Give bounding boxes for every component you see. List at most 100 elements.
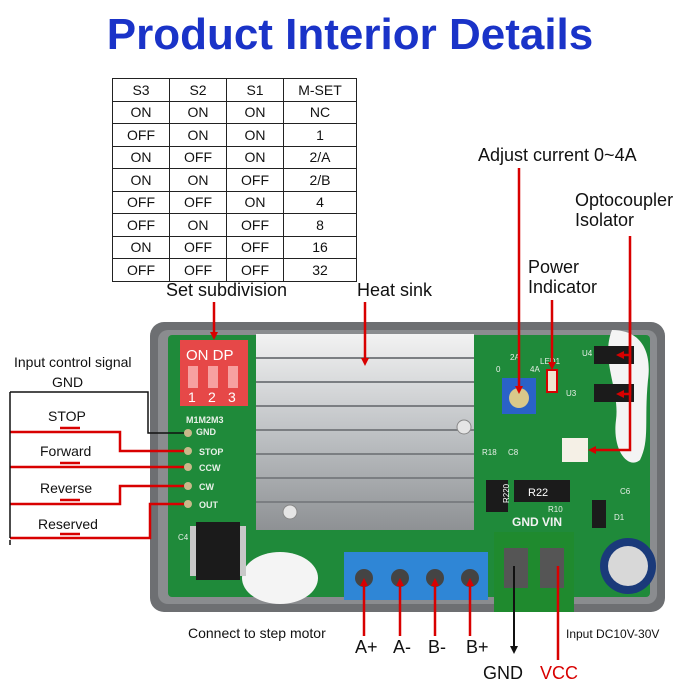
table-cell: 2/B: [283, 168, 357, 192]
table-cell: OFF: [112, 190, 170, 214]
wire-reverse: [10, 484, 184, 506]
table-cell: OFF: [169, 258, 227, 282]
silk-c4: C4: [178, 533, 189, 542]
dip-number: 1: [188, 389, 196, 405]
silk-2a: 2A: [510, 353, 520, 362]
glue-blob: [242, 552, 318, 604]
pin-pad: [184, 447, 192, 455]
table-cell: 8: [283, 213, 357, 237]
resistor-r220: [486, 480, 508, 512]
pin-pad: [184, 482, 192, 490]
table-cell: ON: [226, 123, 284, 147]
label-optocoupler-1: Optocoupler: [575, 190, 674, 210]
dip-number: 3: [228, 389, 236, 405]
label-power-1: Power: [528, 257, 580, 277]
table-cell: 4: [283, 190, 357, 214]
table-cell: OFF: [169, 145, 227, 169]
label-set-subdivision: Set subdivision: [166, 280, 288, 300]
silk-r18: R18: [482, 448, 497, 457]
driver-chip: [196, 522, 240, 580]
label-vcc: VCC: [540, 663, 579, 683]
pin-strip: [240, 526, 246, 576]
dip-lever: [188, 366, 198, 388]
label-b-minus: B-: [428, 637, 446, 657]
table-cell: ON: [169, 168, 227, 192]
pin-pad: [184, 429, 192, 437]
power-led: [546, 369, 558, 393]
potentiometer-knob: [509, 388, 529, 408]
table-cell: OFF: [112, 213, 170, 237]
screw: [456, 419, 472, 435]
silk-r10: R10: [548, 505, 563, 514]
table-cell: ON: [226, 145, 284, 169]
label-a-plus: A+: [355, 637, 378, 657]
dip-lever: [208, 366, 218, 388]
silk-d1: D1: [614, 513, 625, 522]
table-cell: 1: [283, 123, 357, 147]
annotation-arrows: [10, 168, 632, 660]
label-a-minus: A-: [393, 637, 411, 657]
label-input-control-2: GND: [52, 374, 84, 390]
table-cell: OFF: [169, 235, 227, 259]
optocoupler: [594, 346, 634, 364]
table-cell: ON: [169, 123, 227, 147]
label-optocoupler-2: Isolator: [575, 210, 635, 230]
pin-pad: [184, 500, 192, 508]
diode: [592, 500, 606, 528]
pin-label-out: OUT: [199, 500, 219, 510]
label-adjust-current: Adjust current 0~4A: [478, 145, 637, 165]
table-cell: OFF: [226, 213, 284, 237]
gnd-wires: [9, 391, 184, 545]
silk-c8: C8: [508, 448, 519, 457]
pin-strip: [190, 526, 196, 576]
resistor-r22: [514, 480, 570, 502]
optocoupler: [594, 384, 634, 402]
pin-pad: [184, 463, 192, 471]
table-cell: ON: [112, 235, 170, 259]
heat-sink: [256, 334, 474, 530]
label-forward: Forward: [40, 443, 92, 459]
terminal-slot: [504, 548, 528, 588]
table-header-row: S3 S2 S1 M-SET: [112, 78, 357, 102]
gnd-vin-silk: GND VIN: [512, 515, 562, 529]
arrow-opto-isolator: [588, 300, 632, 454]
label-b-plus: B+: [466, 637, 489, 657]
table-cell: ON: [112, 100, 170, 124]
label-reserved: Reserved: [38, 516, 98, 532]
gnd-silk: GND: [196, 427, 217, 437]
table-cell: 16: [283, 235, 357, 259]
page-title: Product Interior Details: [106, 10, 594, 59]
screw: [282, 504, 298, 520]
silk-4a: 4A: [530, 365, 540, 374]
table-cell: 32: [283, 258, 357, 282]
label-gnd: GND: [483, 663, 523, 683]
table-cell: OFF: [226, 258, 284, 282]
silk-u3: U3: [566, 389, 577, 398]
table-header: M-SET: [283, 78, 357, 102]
table-cell: ON: [169, 213, 227, 237]
label-input-control-1: Input control signal: [14, 354, 132, 370]
label-power-2: Indicator: [528, 277, 598, 297]
silk-led1: LED1: [540, 357, 561, 366]
pin-label-stop: STOP: [199, 447, 223, 457]
pin-label-ccw: CCW: [199, 463, 221, 473]
r220-text: R220: [502, 483, 511, 503]
silk-0: 0: [496, 365, 501, 374]
dip-number: 2: [208, 389, 216, 405]
table-cell: OFF: [226, 168, 284, 192]
label-stop: STOP: [48, 408, 86, 424]
r22-text: R22: [528, 487, 548, 499]
terminal-slot: [540, 548, 564, 588]
optocoupler: [562, 438, 588, 462]
table-cell: OFF: [226, 235, 284, 259]
label-input-dc: Input DC10V-30V: [566, 627, 660, 641]
wire-reserved: [10, 502, 184, 540]
m-labels: M1M2M3: [186, 415, 224, 425]
